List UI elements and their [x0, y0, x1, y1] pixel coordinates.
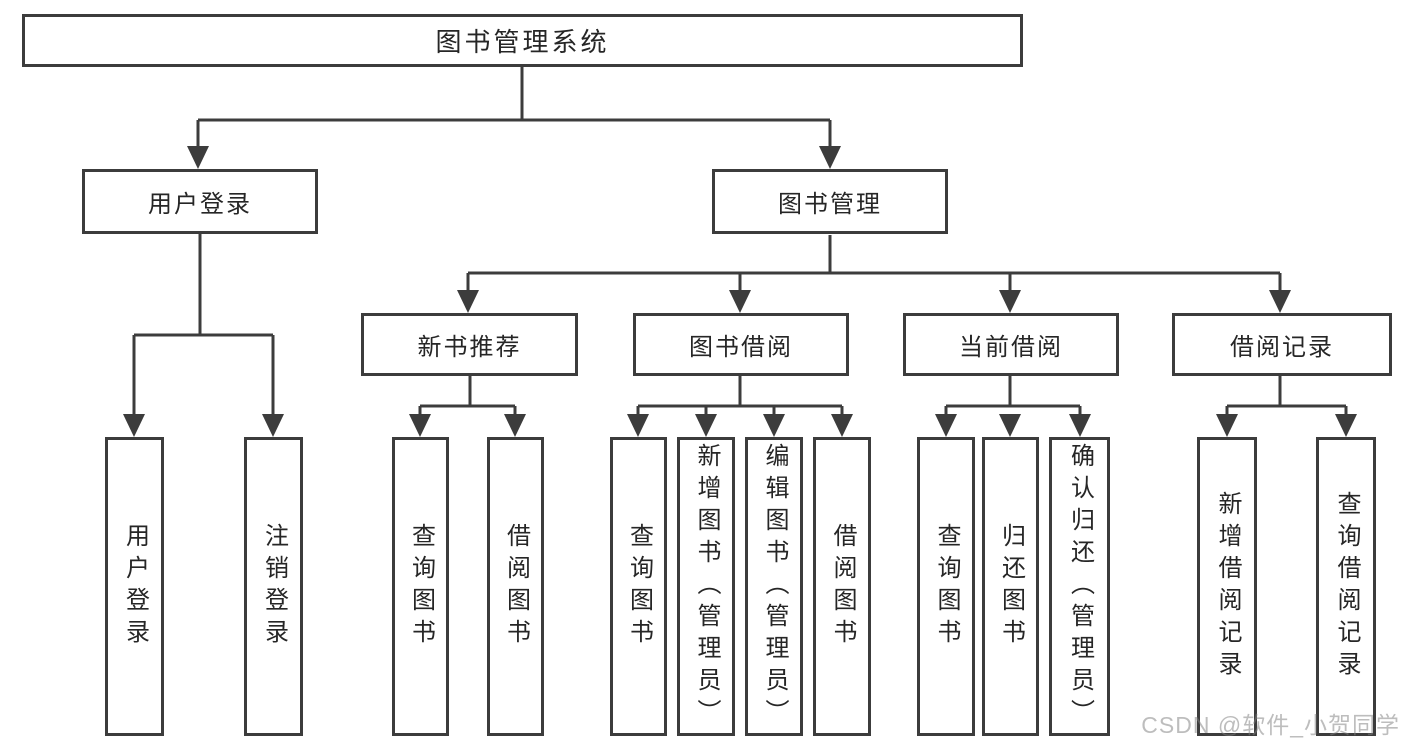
leaf-add-borrow-record: 新增借阅记录 — [1197, 437, 1257, 736]
leaf-borrow-books-recommend: 借阅图书 — [487, 437, 544, 736]
arrow-down-icon — [763, 414, 785, 437]
arrow-down-icon — [935, 414, 957, 437]
node-book-management: 图书管理 — [712, 169, 948, 234]
connector-path — [132, 66, 1348, 433]
arrow-down-icon — [999, 414, 1021, 437]
leaf-logout: 注销登录 — [244, 437, 303, 736]
arrow-down-icon — [627, 414, 649, 437]
leaf-query-books-borrow: 查询图书 — [610, 437, 667, 736]
leaf-add-books-admin: 新增图书（管理员） — [677, 437, 735, 736]
leaf-borrow-books: 借阅图书 — [813, 437, 871, 736]
arrow-down-icon — [1269, 290, 1291, 313]
arrow-down-icon — [187, 146, 209, 169]
leaf-user-login: 用户登录 — [105, 437, 164, 736]
leaf-query-books-current: 查询图书 — [917, 437, 975, 736]
arrow-down-icon — [457, 290, 479, 313]
leaf-return-books: 归还图书 — [982, 437, 1039, 736]
node-borrow-records: 借阅记录 — [1172, 313, 1392, 376]
leaf-query-books-recommend: 查询图书 — [392, 437, 449, 736]
arrow-down-icon — [819, 146, 841, 169]
arrow-down-icon — [1069, 414, 1091, 437]
node-current-borrow: 当前借阅 — [903, 313, 1119, 376]
leaf-edit-books-admin: 编辑图书（管理员） — [745, 437, 803, 736]
leaf-confirm-return-admin: 确认归还（管理员） — [1049, 437, 1110, 736]
csdn-watermark: CSDN @软件_小贺同学 — [1141, 712, 1400, 738]
node-new-book-recommend: 新书推荐 — [361, 313, 578, 376]
arrow-down-icon — [695, 414, 717, 437]
arrow-down-icon — [831, 414, 853, 437]
arrow-down-icon — [999, 290, 1021, 313]
node-library-system: 图书管理系统 — [22, 14, 1023, 67]
arrow-down-icon — [1335, 414, 1357, 437]
arrow-down-icon — [262, 414, 284, 437]
arrow-down-icon — [729, 290, 751, 313]
arrowhead-icons — [123, 146, 1357, 437]
arrow-down-icon — [409, 414, 431, 437]
node-book-borrow: 图书借阅 — [633, 313, 849, 376]
arrow-down-icon — [1216, 414, 1238, 437]
leaf-query-borrow-record: 查询借阅记录 — [1316, 437, 1376, 736]
arrow-down-icon — [123, 414, 145, 437]
node-user-login: 用户登录 — [82, 169, 318, 234]
arrow-down-icon — [504, 414, 526, 437]
